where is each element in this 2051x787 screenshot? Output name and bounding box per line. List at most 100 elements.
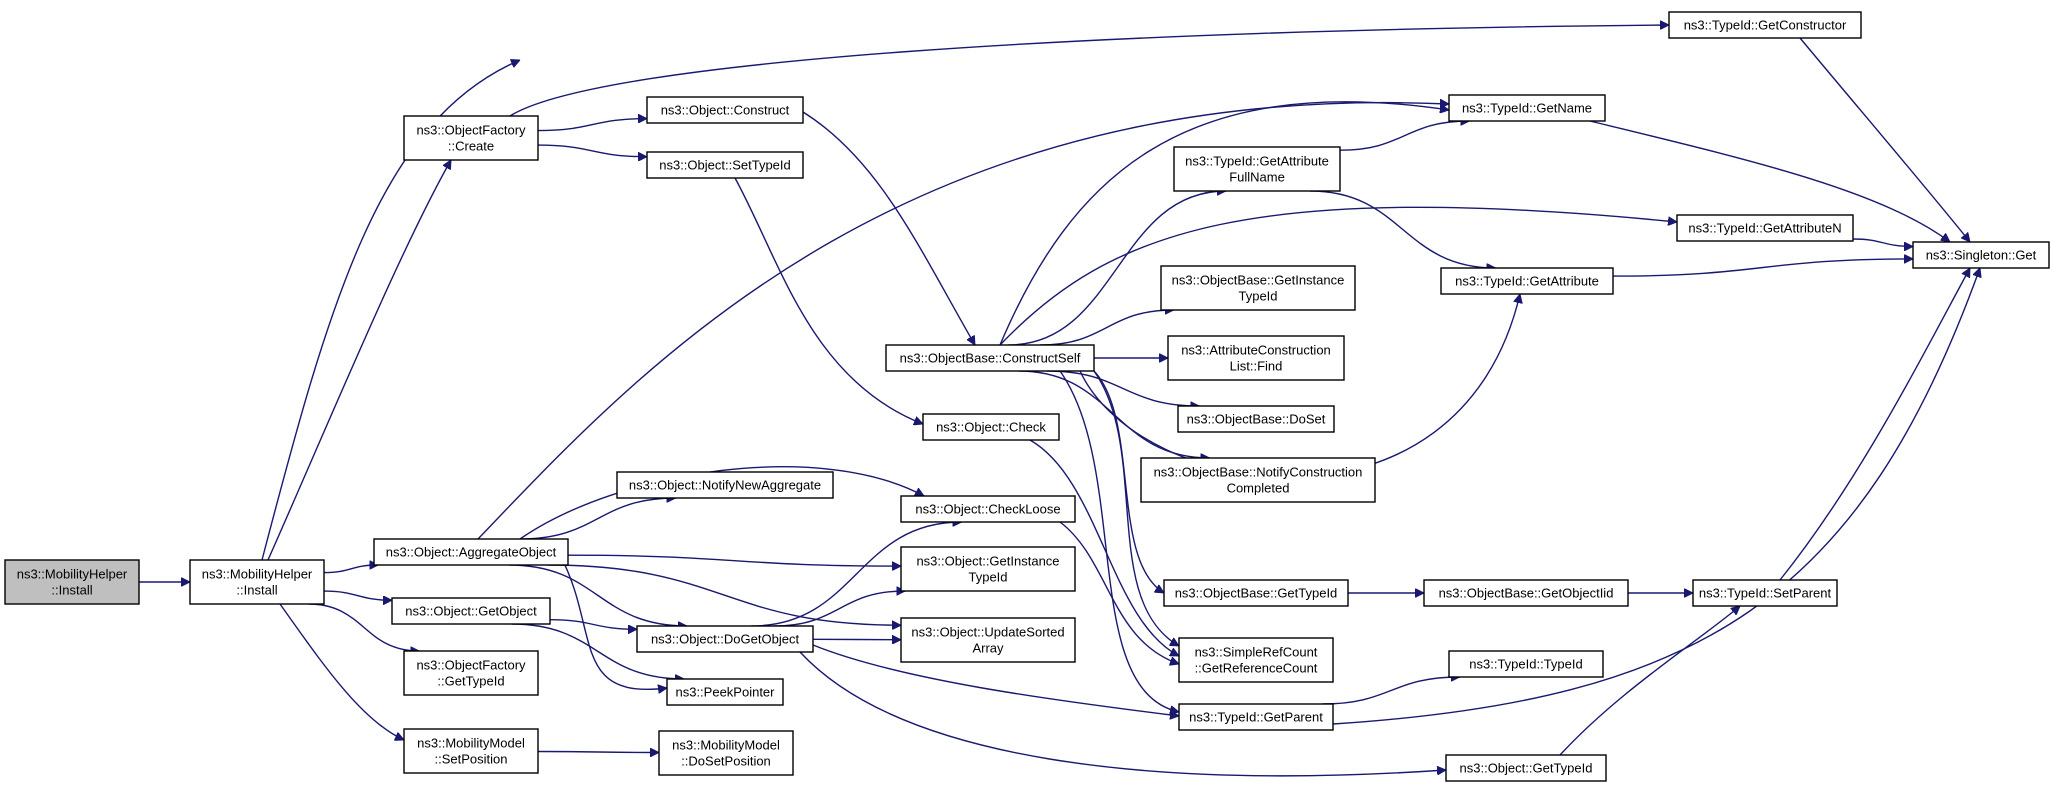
- node-box[interactable]: [900, 495, 1076, 523]
- node-box[interactable]: [922, 413, 1060, 441]
- edge-path: [1339, 121, 1470, 151]
- node-box[interactable]: [1423, 579, 1629, 607]
- node-label-line: ns3::TypeId::GetAttribute: [1185, 154, 1329, 169]
- node-box[interactable]: [616, 471, 834, 499]
- node-box[interactable]: [1440, 267, 1614, 295]
- graph-node-obj-dogetobject[interactable]: ns3::Object::DoGetObject: [636, 625, 814, 653]
- node-box[interactable]: [1173, 146, 1341, 192]
- graph-node-ob-gettypeid[interactable]: ns3::ObjectBase::GetTypeId: [1163, 579, 1349, 607]
- graph-node-obj-checkloose[interactable]: ns3::Object::CheckLoose: [900, 495, 1076, 523]
- node-box[interactable]: [658, 730, 794, 776]
- graph-node-peekpointer[interactable]: ns3::PeekPointer: [666, 678, 784, 706]
- edge-path: [1322, 677, 1460, 705]
- node-box[interactable]: [885, 344, 1095, 372]
- node-box[interactable]: [1448, 650, 1604, 678]
- call-edge-obj_getobject-to-peekpointer: [511, 623, 684, 679]
- edge-path: [799, 651, 1446, 777]
- graph-node-tid-getname[interactable]: ns3::TypeId::GetName: [1448, 94, 1606, 122]
- node-box[interactable]: [636, 625, 814, 653]
- node-box[interactable]: [1167, 335, 1345, 381]
- graph-node-tid-getconstructor[interactable]: ns3::TypeId::GetConstructor: [1668, 11, 1862, 39]
- node-box[interactable]: [1178, 703, 1334, 731]
- node-label-line: ::Install: [51, 583, 92, 598]
- graph-node-obj-aggregate[interactable]: ns3::Object::AggregateObject: [373, 538, 569, 566]
- graph-node-obj-getobject[interactable]: ns3::Object::GetObject: [391, 597, 551, 625]
- graph-node-tid-setparent[interactable]: ns3::TypeId::SetParent: [1692, 579, 1838, 607]
- graph-node-of-create[interactable]: ns3::ObjectFactory::Create: [403, 115, 539, 161]
- node-box[interactable]: [900, 617, 1076, 663]
- node-box[interactable]: [4, 559, 140, 605]
- graph-node-src-getrefcount[interactable]: ns3::SimpleRefCount::GetReferenceCount: [1178, 637, 1334, 683]
- call-edge-tid_getname-to-singleton_get: [1589, 120, 1950, 242]
- graph-node-ob-constructself[interactable]: ns3::ObjectBase::ConstructSelf: [885, 344, 1095, 372]
- node-label-line: ns3::TypeId::TypeId: [1469, 657, 1582, 672]
- graph-node-mh-install[interactable]: ns3::MobilityHelper::Install: [189, 559, 325, 605]
- node-box[interactable]: [1178, 637, 1334, 683]
- call-edge-obj_gettypeid-to-tid_setparent: [1559, 606, 1740, 756]
- node-box[interactable]: [391, 597, 551, 625]
- edge-path: [1559, 606, 1740, 756]
- node-box[interactable]: [1676, 214, 1854, 242]
- call-edge-mm_setpos-to-mm_dosetpos: [537, 752, 659, 753]
- node-box[interactable]: [646, 96, 804, 124]
- graph-node-root[interactable]: ns3::MobilityHelper::Install: [4, 559, 140, 605]
- node-box[interactable]: [1177, 405, 1335, 433]
- graph-node-tid-getattributen[interactable]: ns3::TypeId::GetAttributeN: [1676, 214, 1854, 242]
- graph-node-tid-typeid[interactable]: ns3::TypeId::TypeId: [1448, 650, 1604, 678]
- edge-path: [323, 565, 378, 574]
- call-edge-obj_settypeid-to-obj_check: [734, 177, 923, 424]
- graph-node-mm-dosetpos[interactable]: ns3::MobilityModel::DoSetPosition: [658, 730, 794, 776]
- node-box[interactable]: [373, 538, 569, 566]
- edge-path: [323, 590, 392, 600]
- graph-node-ob-getobjectiid[interactable]: ns3::ObjectBase::GetObjectIid: [1423, 579, 1629, 607]
- node-box[interactable]: [189, 559, 325, 605]
- call-edge-tid_getconstructor-to-singleton_get: [1799, 37, 1970, 242]
- call-edge-ob_constructself-to-src_getrefcount: [1093, 370, 1179, 647]
- edge-path: [1589, 120, 1950, 242]
- graph-node-obj-notifynew[interactable]: ns3::Object::NotifyNewAggregate: [616, 471, 834, 499]
- graph-node-tid-getattribute[interactable]: ns3::TypeId::GetAttribute: [1440, 267, 1614, 295]
- graph-node-of-gettypeid[interactable]: ns3::ObjectFactory::GetTypeId: [403, 650, 539, 696]
- edge-path: [509, 25, 1669, 117]
- graph-node-tid-getparent[interactable]: ns3::TypeId::GetParent: [1178, 703, 1334, 731]
- graph-node-obj-settypeid[interactable]: ns3::Object::SetTypeId: [646, 151, 804, 179]
- node-label-line: Array: [972, 641, 1004, 656]
- graph-node-mm-setpos[interactable]: ns3::MobilityModel::SetPosition: [403, 728, 539, 774]
- call-edge-tid_getattrfull-to-tid_getattribute: [1309, 190, 1496, 268]
- graph-node-obj-construct[interactable]: ns3::Object::Construct: [646, 96, 804, 124]
- edge-path: [279, 603, 404, 740]
- edge-path: [1008, 191, 1226, 346]
- node-box[interactable]: [1163, 579, 1349, 607]
- node-box[interactable]: [666, 678, 784, 706]
- node-box[interactable]: [900, 546, 1076, 592]
- node-box[interactable]: [1160, 265, 1356, 311]
- edge-path: [1612, 259, 1913, 277]
- node-label-line: ns3::ObjectBase::GetObjectIid: [1439, 586, 1614, 601]
- call-edge-mh_install-to-of_create: [267, 160, 452, 561]
- node-box[interactable]: [646, 151, 804, 179]
- node-label-line: ns3::MobilityHelper: [202, 567, 313, 582]
- graph-node-ob-doset[interactable]: ns3::ObjectBase::DoSet: [1177, 405, 1335, 433]
- node-box[interactable]: [1912, 241, 2050, 269]
- node-box[interactable]: [403, 115, 539, 161]
- node-box[interactable]: [1448, 94, 1606, 122]
- call-edge-ob_constructself-to-ob_getinstance: [1039, 310, 1174, 346]
- node-box[interactable]: [1445, 754, 1607, 782]
- node-box[interactable]: [403, 650, 539, 696]
- call-edge-obj_aggregate-to-peekpointer: [559, 554, 667, 689]
- graph-node-ob-notifyconstr[interactable]: ns3::ObjectBase::NotifyConstructionCompl…: [1140, 457, 1376, 503]
- node-box[interactable]: [1692, 579, 1838, 607]
- node-label-line: ns3::Object::Construct: [661, 103, 790, 118]
- edge-path: [308, 603, 420, 651]
- graph-node-singleton-get[interactable]: ns3::Singleton::Get: [1912, 241, 2050, 269]
- graph-node-obj-check[interactable]: ns3::Object::Check: [922, 413, 1060, 441]
- node-box[interactable]: [1668, 11, 1862, 39]
- graph-node-obj-gettypeid[interactable]: ns3::Object::GetTypeId: [1445, 754, 1607, 782]
- node-box[interactable]: [1140, 457, 1376, 503]
- node-box[interactable]: [403, 728, 539, 774]
